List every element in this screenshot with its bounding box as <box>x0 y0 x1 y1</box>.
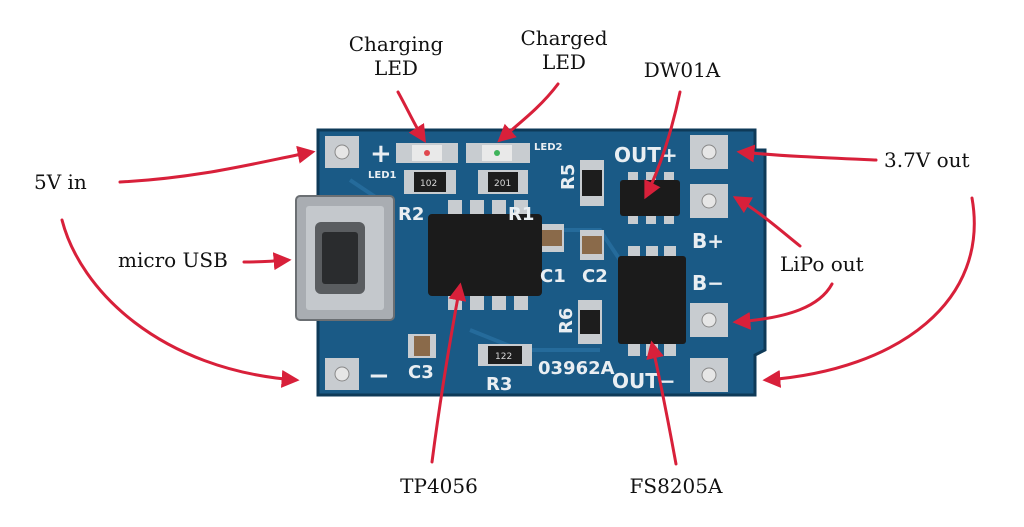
arrow-3v7-out-minus <box>762 196 976 388</box>
resistor-r6 <box>578 300 602 344</box>
charged-led <box>466 143 530 163</box>
silk-led2: LED2 <box>534 142 563 153</box>
silk-out-minus: OUT− <box>612 369 676 393</box>
arrow-lipo-out-bplus <box>732 196 802 248</box>
marking-r2: 102 <box>420 179 437 189</box>
pad-b-minus <box>690 303 728 337</box>
dw01a-chip <box>620 172 680 224</box>
arrow-charging-led <box>396 90 426 144</box>
label-dw01a: DW01A <box>643 58 721 82</box>
pad-5v-plus <box>325 136 359 168</box>
silk-r5: R5 <box>558 164 579 190</box>
marking-r3: 122 <box>495 352 512 362</box>
label-charging-led-line1: Charging <box>348 32 444 56</box>
pad-b-plus <box>690 184 728 218</box>
label-5v-in: 5V in <box>34 170 87 194</box>
silk-board-id: 03962A <box>538 358 615 379</box>
arrow-5v-in-plus <box>118 145 316 184</box>
arrow-dw01a <box>644 90 682 200</box>
arrow-tp4056 <box>430 282 467 464</box>
resistor-r1 <box>478 170 528 194</box>
arrow-lipo-out-bminus <box>732 282 834 330</box>
resistor-r5 <box>580 160 604 206</box>
silk-c2: C2 <box>582 266 608 287</box>
silk-out-plus: OUT+ <box>614 143 678 167</box>
label-3v7-out: 3.7V out <box>884 148 970 172</box>
capacitor-c1 <box>540 224 564 252</box>
capacitor-c3 <box>408 334 436 358</box>
silk-r2: R2 <box>398 204 424 225</box>
resistor-r2 <box>404 170 456 194</box>
arrow-micro-usb <box>242 252 292 271</box>
label-charging-led-line2: LED <box>374 56 418 80</box>
capacitor-c2 <box>580 230 604 260</box>
arrow-fs8205a <box>646 340 678 466</box>
label-tp4056: TP4056 <box>400 474 478 498</box>
label-charging-led: Charging LED <box>340 32 452 80</box>
silk-c1: C1 <box>540 266 566 287</box>
resistor-r3 <box>478 344 532 366</box>
silk-led1: LED1 <box>368 170 397 181</box>
silk-b-minus: B− <box>692 271 724 295</box>
pad-out-plus <box>690 135 728 169</box>
pad-5v-minus <box>325 358 359 390</box>
label-charged-led: Charged LED <box>510 26 618 74</box>
charging-led <box>396 143 458 163</box>
silk-minus: − <box>368 361 390 391</box>
arrow-3v7-out-plus <box>736 144 878 163</box>
label-charged-led-line2: LED <box>542 50 586 74</box>
silk-plus: + <box>370 139 392 169</box>
arrow-5v-in-minus <box>60 218 300 388</box>
silk-r3: R3 <box>486 374 512 395</box>
silk-c3: C3 <box>408 362 434 383</box>
marking-r1: 201 <box>494 179 511 189</box>
silk-b-plus: B+ <box>692 229 724 253</box>
label-charged-led-line1: Charged <box>520 26 608 50</box>
label-micro-usb: micro USB <box>118 248 228 272</box>
fs8205a-chip <box>618 246 686 356</box>
silk-r6: R6 <box>556 308 577 334</box>
silk-r1: R1 <box>508 204 534 225</box>
label-fs8205a: FS8205A <box>629 474 723 498</box>
arrow-charged-led <box>497 82 560 143</box>
label-lipo-out: LiPo out <box>780 252 864 276</box>
micro-usb-connector <box>295 195 395 321</box>
pad-out-minus <box>690 358 728 392</box>
